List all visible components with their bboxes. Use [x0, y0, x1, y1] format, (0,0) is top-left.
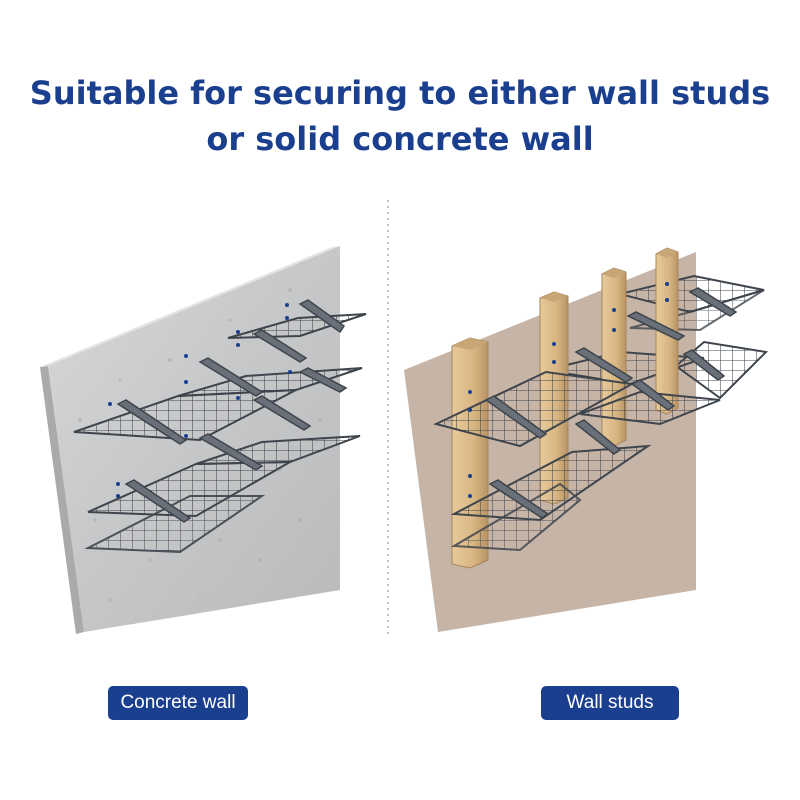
concrete-shelves — [73, 299, 367, 554]
headline-line-1: Suitable for securing to either wall stu… — [29, 74, 771, 112]
anchor-points — [108, 303, 292, 498]
concrete-wall-side — [40, 366, 84, 634]
concrete-wall-label: Concrete wall — [108, 686, 248, 720]
wire-shelf — [84, 495, 266, 554]
shelf-bracket — [484, 287, 738, 519]
concrete-wall-top — [40, 246, 340, 367]
wire-shelf — [73, 389, 297, 442]
wire-shelf — [579, 390, 721, 426]
concrete-texture — [78, 288, 322, 602]
anchor-points — [468, 282, 669, 498]
shelf-bracket — [116, 299, 348, 523]
headline: Suitable for securing to either wall stu… — [0, 70, 800, 162]
headline-line-2: or solid concrete wall — [206, 120, 594, 158]
stud-shelves-front — [433, 282, 738, 552]
wall-studs-label: Wall studs — [541, 686, 679, 720]
